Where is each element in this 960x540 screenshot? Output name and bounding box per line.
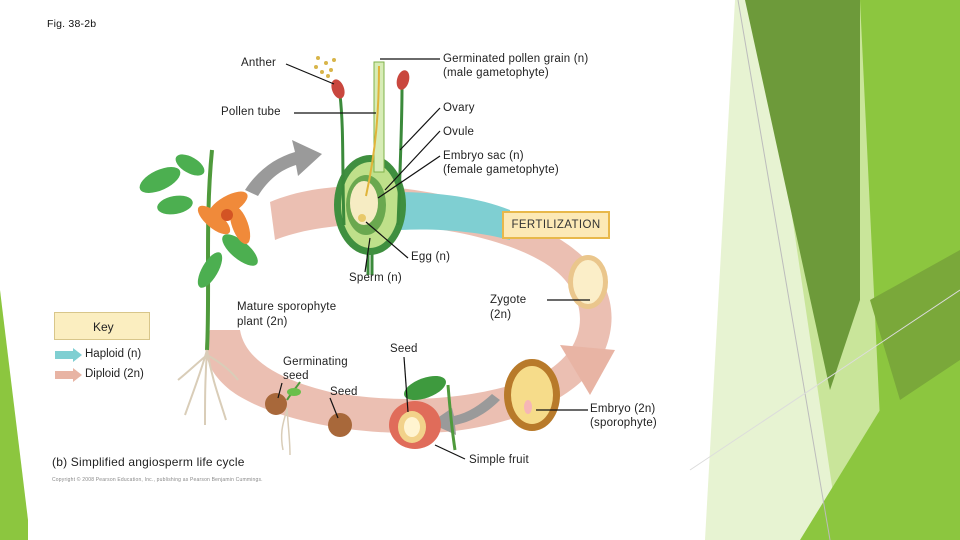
fertilization-box: FERTILIZATION — [502, 211, 610, 239]
label-seed-top: Seed — [390, 343, 418, 355]
plant-stem — [205, 149, 214, 351]
label-simple-fruit: Simple fruit — [469, 454, 529, 466]
label-pollen-grain-sub: (male gametophyte) — [443, 67, 549, 79]
copyright-text: Copyright © 2008 Pearson Education, Inc.… — [52, 477, 263, 483]
plant-flower — [197, 191, 251, 244]
pollen-tube — [365, 65, 380, 197]
seedling-roots — [280, 407, 291, 456]
label-sperm: Sperm (n) — [349, 272, 402, 284]
label-embryo: Embryo (2n) — [590, 403, 656, 415]
stamen-right — [396, 87, 404, 226]
label-pollen-tube: Pollen tube — [221, 106, 281, 118]
zygote-ovule-inner — [573, 260, 603, 304]
key-title: Key — [54, 312, 150, 340]
label-germinating: Germinating — [283, 356, 348, 368]
label-ovule: Ovule — [443, 126, 475, 138]
label-anther: Anther — [241, 57, 277, 69]
label-mature-sporophyte-sub: plant (2n) — [237, 316, 288, 328]
plant-leaves — [139, 154, 258, 288]
diploid-arrow-icon — [55, 368, 82, 382]
egg-cell — [358, 214, 366, 222]
haploid-arrow-icon — [55, 348, 82, 362]
fruit-seed — [404, 417, 420, 437]
diploid-arrowhead-right — [560, 345, 615, 395]
label-embryo-sac-sub: (female gametophyte) — [443, 164, 559, 176]
figure-id: Fig. 38-2b — [47, 18, 97, 30]
anther-right — [396, 70, 410, 90]
seed-bottom — [328, 413, 352, 437]
deco-dark-green — [745, 0, 860, 390]
label-ovary: Ovary — [443, 102, 475, 114]
leader-lines — [277, 58, 590, 460]
germinating-seed — [265, 393, 287, 415]
grey-arrow-bottom — [430, 394, 500, 435]
label-zygote: Zygote — [490, 294, 527, 306]
label-seed-bottom: Seed — [330, 386, 358, 398]
fruit-leaf — [404, 375, 446, 401]
anther-left — [331, 79, 345, 99]
pollen-grains — [314, 56, 336, 78]
plant-roots — [177, 349, 239, 426]
deco-line — [737, 0, 831, 540]
deco-olive-strip — [870, 250, 960, 400]
label-egg: Egg (n) — [411, 251, 451, 263]
key-diploid-label: Diploid (2n) — [85, 368, 144, 380]
seedling-leaf — [287, 388, 301, 396]
label-embryo-sub: (sporophyte) — [590, 417, 657, 429]
figure-caption: (b) Simplified angiosperm life cycle — [52, 455, 245, 469]
label-zygote-sub: (2n) — [490, 309, 512, 321]
stamen-left — [338, 94, 346, 226]
label-pollen-grain: Germinated pollen grain (n) — [443, 53, 589, 65]
haploid-arrow — [395, 192, 510, 240]
embryo-ovule-inner — [511, 366, 553, 424]
embryo — [524, 400, 532, 414]
key-haploid-label: Haploid (n) — [85, 348, 142, 360]
grey-arrow-top — [245, 140, 322, 196]
label-embryo-sac: Embryo sac (n) — [443, 150, 524, 162]
label-germinating-sub: seed — [283, 370, 309, 382]
deco-left-strip — [0, 290, 28, 540]
fruit-stem — [446, 384, 457, 451]
embryo-sac — [350, 181, 378, 225]
style — [373, 61, 385, 173]
deco-line — [689, 289, 960, 471]
label-mature-sporophyte: Mature sporophyte — [237, 301, 337, 313]
